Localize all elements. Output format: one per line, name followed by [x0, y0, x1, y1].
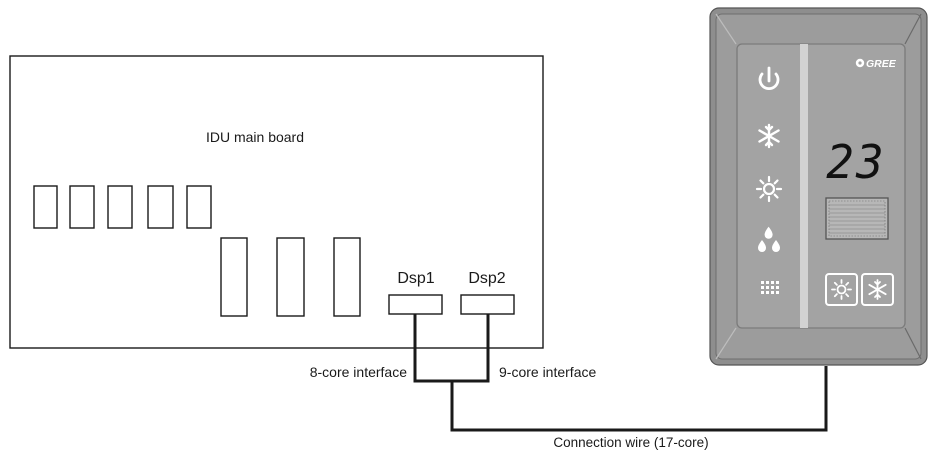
board-title: IDU main board — [206, 129, 304, 145]
dsp1-connector — [388, 294, 443, 315]
large-component — [333, 237, 361, 317]
dot-grid-icon[interactable] — [761, 281, 779, 294]
wire-label: Connection wire (17-core) — [553, 435, 708, 450]
power-icon[interactable] — [758, 66, 780, 90]
controller-divider — [800, 44, 808, 328]
sun-icon[interactable] — [755, 175, 783, 203]
dsp2-connector — [460, 294, 515, 315]
connection-wiring — [413, 314, 828, 432]
large-component — [276, 237, 305, 317]
idu-main-board: IDU main board Dsp1 Dsp2 — [9, 55, 544, 349]
controller-face — [736, 43, 906, 329]
sensor-grille — [825, 197, 889, 240]
interface-8-core-label: 8-core interface — [310, 364, 407, 380]
brand-text: GREE — [866, 58, 897, 70]
small-component — [186, 185, 212, 229]
snowflake-button-icon — [868, 279, 887, 300]
small-component — [33, 185, 58, 229]
snowflake-icon[interactable] — [758, 123, 780, 149]
small-component — [107, 185, 133, 229]
interface-9-core-label: 9-core interface — [499, 364, 596, 380]
wired-controller: GREE — [709, 7, 928, 366]
gree-logo: GREE — [855, 58, 897, 70]
dsp1-label: Dsp1 — [397, 270, 434, 287]
small-component-row — [33, 185, 212, 229]
cool-button[interactable] — [861, 273, 894, 306]
small-component — [69, 185, 95, 229]
temperature-display: 23 — [826, 135, 885, 189]
sun-button-icon — [831, 279, 852, 300]
droplets-icon[interactable] — [758, 226, 780, 252]
large-component-row — [220, 237, 361, 317]
main-wire — [450, 366, 828, 432]
heat-button[interactable] — [825, 273, 858, 306]
dsp2-label: Dsp2 — [468, 270, 505, 287]
small-component — [147, 185, 174, 229]
large-component — [220, 237, 248, 317]
